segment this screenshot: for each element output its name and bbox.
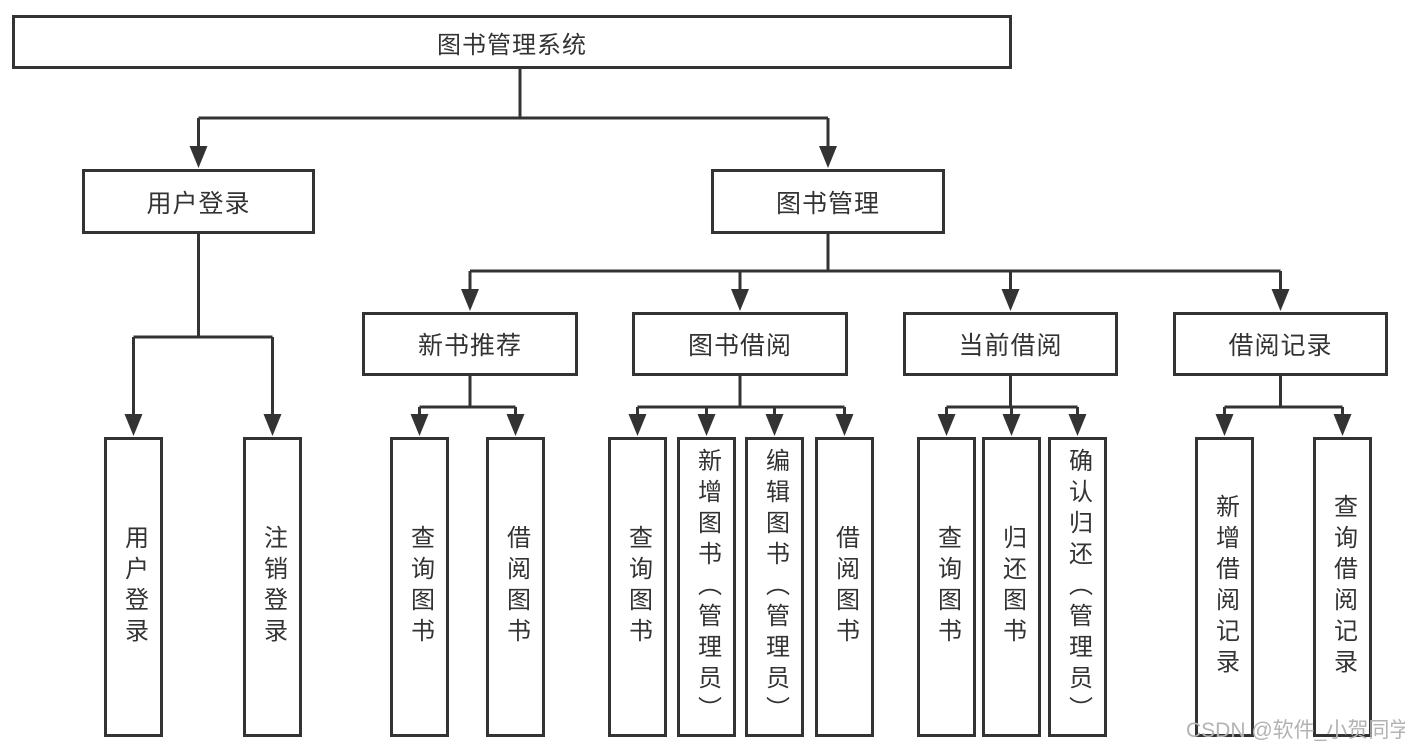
leaf-query-borrow-record: 查询借阅记录 (1313, 437, 1372, 737)
arrowhead-down-icon (731, 289, 749, 311)
leaf-logout: 注销登录 (243, 437, 302, 737)
connector-new-book-recommend (410, 376, 525, 436)
node-book-mgmt: 图书管理 (711, 169, 945, 234)
leaf-query-books-recommend-label: 查询图书 (406, 525, 434, 649)
arrowhead-down-icon (1215, 414, 1234, 436)
leaf-borrow-books: 借阅图书 (815, 437, 874, 737)
connector-borrow-records (1215, 376, 1352, 436)
leaf-return-book: 归还图书 (982, 437, 1041, 737)
arrowhead-down-icon (461, 289, 479, 311)
arrowhead-down-icon (937, 414, 956, 436)
arrowhead-down-icon (819, 146, 837, 168)
arrowhead-down-icon (697, 414, 716, 436)
leaf-borrow-books-recommend-label: 借阅图书 (502, 525, 530, 649)
node-current-borrow: 当前借阅 (903, 312, 1118, 376)
leaf-query-books-current: 查询图书 (917, 437, 976, 737)
arrowhead-down-icon (835, 414, 854, 436)
arrowhead-down-icon (189, 146, 208, 168)
node-user-login-label: 用户登录 (146, 189, 251, 218)
arrowhead-down-icon (124, 414, 143, 436)
node-user-login: 用户登录 (82, 169, 315, 234)
arrowhead-down-icon (410, 414, 429, 436)
leaf-confirm-return-admin: 确认归还（管理员） (1048, 437, 1107, 737)
leaf-add-book-admin-label: 新增图书（管理员） (693, 447, 721, 727)
leaf-query-books-current-label: 查询图书 (933, 525, 961, 649)
leaf-add-borrow-record: 新增借阅记录 (1195, 437, 1254, 737)
leaf-query-books-borrow: 查询图书 (608, 437, 667, 737)
connector-book-mgmt (461, 234, 1290, 311)
arrowhead-down-icon (1068, 414, 1087, 436)
node-root-label: 图书管理系统 (437, 31, 587, 59)
leaf-query-books-borrow-label: 查询图书 (624, 525, 652, 649)
node-borrow-records-label: 借阅记录 (1228, 332, 1333, 360)
leaf-query-books-recommend: 查询图书 (390, 437, 449, 737)
connector-current-borrow (937, 376, 1087, 436)
csdn-watermark: CSDN @软件_小贺同学 (1186, 719, 1405, 742)
node-new-book-recommend: 新书推荐 (362, 312, 578, 376)
leaf-user-login: 用户登录 (104, 437, 163, 737)
leaf-borrow-books-recommend: 借阅图书 (486, 437, 545, 737)
connector-user-login (124, 234, 282, 436)
leaf-add-borrow-record-label: 新增借阅记录 (1211, 494, 1239, 680)
leaf-borrow-books-label: 借阅图书 (831, 525, 859, 649)
leaf-return-book-label: 归还图书 (998, 525, 1026, 649)
connector-root (189, 68, 837, 168)
node-new-book-recommend-label: 新书推荐 (417, 332, 522, 360)
node-book-borrow: 图书借阅 (632, 312, 848, 376)
leaf-edit-book-admin-label: 编辑图书（管理员） (761, 447, 789, 727)
node-borrow-records: 借阅记录 (1173, 312, 1388, 376)
arrowhead-down-icon (765, 414, 784, 436)
leaf-confirm-return-admin-label: 确认归还（管理员） (1064, 447, 1092, 727)
arrowhead-down-icon (628, 414, 647, 436)
arrowhead-down-icon (1002, 414, 1021, 436)
leaf-query-borrow-record-label: 查询借阅记录 (1329, 494, 1357, 680)
leaf-user-login-label: 用户登录 (120, 525, 148, 649)
leaf-edit-book-admin: 编辑图书（管理员） (745, 437, 804, 737)
node-book-mgmt-label: 图书管理 (775, 189, 880, 218)
leaf-logout-label: 注销登录 (259, 525, 287, 649)
arrowhead-down-icon (1271, 289, 1290, 311)
node-book-borrow-label: 图书借阅 (687, 332, 792, 360)
connector-book-borrow (628, 376, 854, 436)
leaf-add-book-admin: 新增图书（管理员） (677, 437, 736, 737)
arrowhead-down-icon (506, 414, 525, 436)
node-current-borrow-label: 当前借阅 (958, 332, 1063, 360)
arrowhead-down-icon (1333, 414, 1352, 436)
arrowhead-down-icon (263, 414, 282, 436)
node-root: 图书管理系统 (12, 15, 1012, 69)
arrowhead-down-icon (1001, 289, 1020, 311)
